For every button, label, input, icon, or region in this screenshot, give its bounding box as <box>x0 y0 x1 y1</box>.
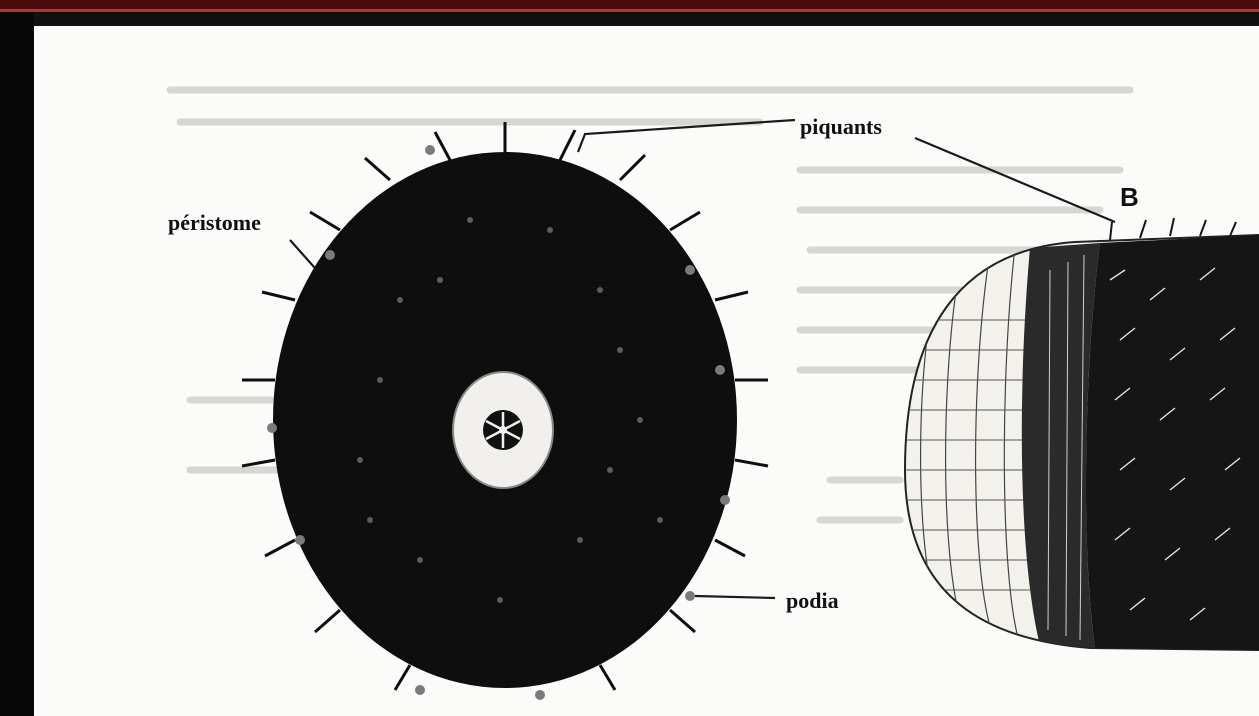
urchin-oral-view <box>242 122 768 700</box>
label-podia: podia <box>786 588 839 614</box>
panel-label-b: B <box>1120 182 1139 213</box>
urchin-test-side-view <box>905 218 1259 650</box>
label-peristome: péristome <box>168 210 261 236</box>
label-piquants: piquants <box>800 114 882 140</box>
